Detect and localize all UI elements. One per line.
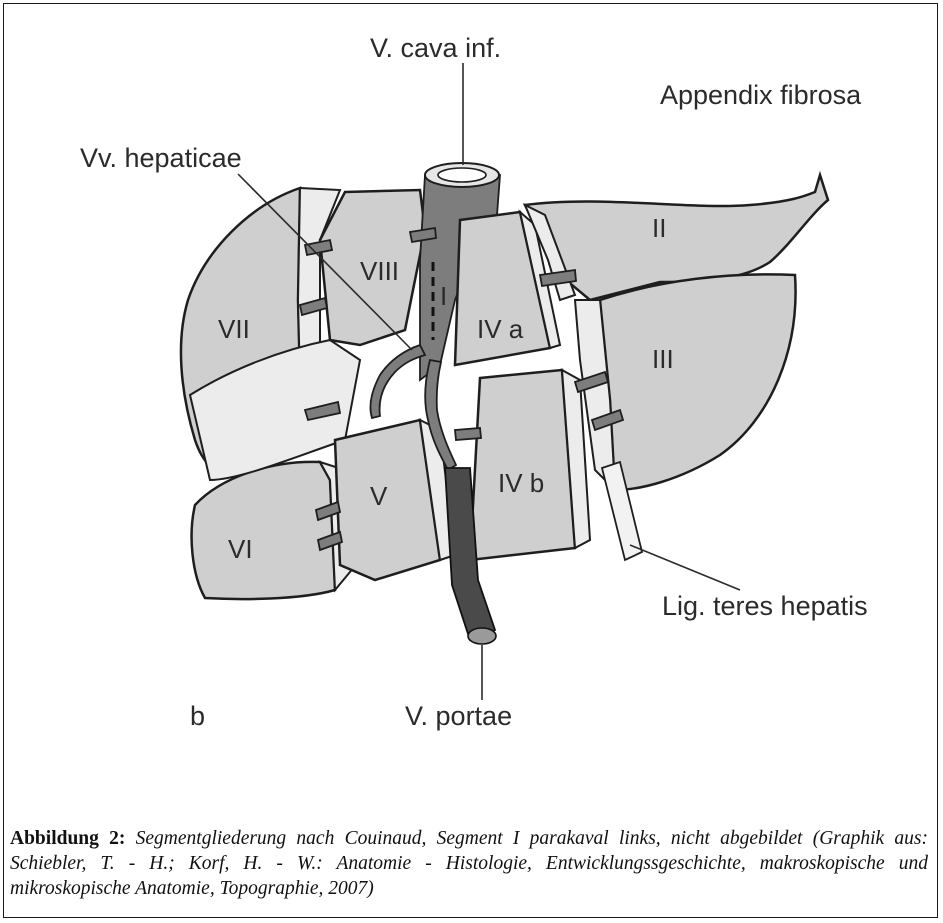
label-hepatic-veins: Vv. hepaticae xyxy=(80,143,242,173)
segment-label-v: V xyxy=(370,481,388,511)
label-appendix-fibrosa: Appendix fibrosa xyxy=(660,80,862,110)
segment-ivb xyxy=(470,370,575,560)
leader-lig-teres xyxy=(630,545,740,590)
label-lig-teres-hepatis: Lig. teres hepatis xyxy=(662,591,868,621)
segment-label-viii: VIII xyxy=(360,256,399,286)
segment-label-vii: VII xyxy=(218,314,250,344)
segment-label-ivb: IV b xyxy=(498,468,544,498)
segment-label-iva: IV a xyxy=(477,314,524,344)
segment-label-i: I xyxy=(440,281,447,311)
label-portal-vein: V. portae xyxy=(405,701,512,731)
segment-label-iii: III xyxy=(652,344,674,374)
caption-label: Abbildung 2: xyxy=(10,828,125,849)
label-vena-cava: V. cava inf. xyxy=(370,33,501,63)
hepatic-vein-branch-1 xyxy=(370,345,425,418)
segment-label-ii: II xyxy=(652,213,666,243)
figure-caption: Abbildung 2: Segmentgliederung nach Coui… xyxy=(10,826,928,901)
portal-vein-opening xyxy=(468,628,496,644)
segment-vi xyxy=(192,462,335,599)
segment-iii xyxy=(600,274,796,490)
panel-label: b xyxy=(190,701,205,731)
segment-label-vi: VI xyxy=(228,534,253,564)
caption-text: Segmentgliederung nach Couinaud, Segment… xyxy=(10,828,928,899)
vena-cava-lumen xyxy=(438,168,486,182)
